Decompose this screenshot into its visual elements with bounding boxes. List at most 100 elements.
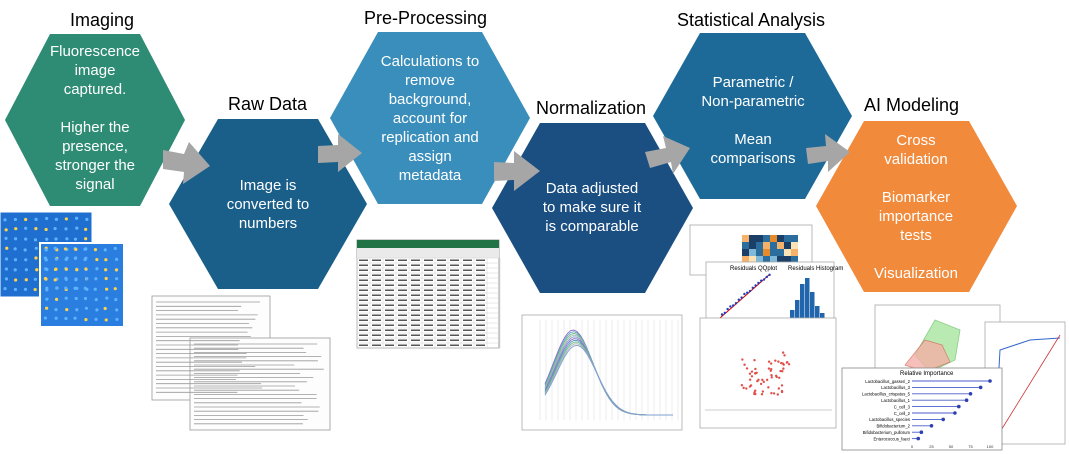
sheet-cell [372,294,381,296]
sheet-cell [424,329,433,331]
sheet-cell [359,309,368,311]
sheet-cell [424,269,433,271]
histogram-bar [820,313,825,318]
volcano-point [780,384,784,387]
fluorescence-spot [14,227,18,231]
heatmap-cell [749,242,756,249]
importance-point [957,404,961,409]
sheet-cell [437,289,446,291]
sheet-cell [424,304,433,306]
fluorescence-spot [113,246,117,251]
sheet-cell [476,294,485,296]
fluorescence-spot [24,217,28,222]
hex-text-line: Non-parametric [701,93,805,110]
importance-label: Lactobacillus_species [869,417,910,422]
sheet-cell [398,259,407,261]
sheet-cell [385,294,394,296]
fluorescence-spots [3,216,119,322]
qq-point [746,291,749,294]
fluorescence-spot [94,298,98,302]
fluorescence-spot [54,217,59,221]
fluorescence-spot [115,277,119,281]
sheet-cell [450,314,459,316]
sheet-cell [450,344,459,346]
sheet-cell [476,324,485,326]
sheet-cell [450,299,459,301]
sheet-cell [424,289,433,291]
fluorescence-spot [84,256,88,260]
fluorescence-spot [13,217,18,222]
qq-point [732,304,735,307]
sheet-cell [476,289,485,291]
sheet-cell [437,274,446,276]
sheet-cell [398,339,407,341]
volcano-point [743,363,746,366]
fluorescence-spot [105,296,109,300]
fluorescence-spot [53,226,57,231]
sheet-cell [385,324,394,326]
fluorescence-spot [24,226,28,230]
volcano-point [769,369,772,372]
sheet-cell [437,294,446,296]
hex-pre-processing [330,32,530,204]
sheet-cell [385,274,394,276]
fluorescence-spot [24,237,28,241]
fluorescence-spot [45,306,49,310]
fluorescence-spot [64,286,68,290]
fluorescence-spot [95,257,99,262]
sheet-cell [424,334,433,336]
sheet-cell [411,259,420,261]
volcano-point [769,362,773,365]
heatmap-cell [770,235,777,242]
sheet-cell [463,304,472,306]
hex-text-line: Biomarker [881,189,951,206]
sheet-cell [424,264,433,266]
fluorescence-spot [74,247,78,251]
sheet-cell [424,259,433,261]
heatmap-cell [777,249,784,256]
volcano-point [760,393,764,396]
sheet-cell [385,259,394,261]
volcano-point [754,371,757,375]
volcano-point [745,367,749,370]
qq-point [760,279,763,282]
volcano-point [786,360,789,364]
importance-tick: 0 [911,444,914,449]
sheet-cell [437,259,446,261]
raw-data-text-lines [156,301,324,425]
fluorescence-spot [13,287,18,292]
qq-point [740,296,743,299]
fluorescence-spot [103,248,107,252]
heatmap-cell [791,235,798,242]
step-title-pre-processing: Pre-Processing [364,8,488,28]
density-curve [544,344,673,416]
sheet-cell [372,314,381,316]
fluorescence-spot [95,308,99,312]
sheet-cell [411,329,420,331]
fluorescence-spot [64,227,68,231]
importance-tick: 75 [968,444,973,449]
fluorescence-spot [54,308,58,312]
heatmap-cell [742,242,749,249]
sheet-cell [450,259,459,261]
sheet-cell [398,284,407,286]
fluorescence-spot [64,296,68,300]
sheet-cell [424,324,433,326]
qq-point [743,292,746,296]
sheet-cell [372,299,381,301]
fluorescence-spot [64,316,68,321]
sheet-cell [372,319,381,321]
fluorescence-spot [34,256,38,260]
heatmap-cell [777,256,784,263]
volcano-point [754,367,757,371]
hex-text-line: is comparable [545,218,639,235]
sheet-cell [385,314,394,316]
sheet-cell [359,284,368,286]
sheet-cell [450,279,459,281]
sheet-cell [463,259,472,261]
ai-modeling-plots-thumbnail: Relative Importance Lactobacillus_gasser… [841,304,1066,451]
importance-label: Lactobacillus_3 [881,385,911,390]
importance-point [964,398,969,403]
